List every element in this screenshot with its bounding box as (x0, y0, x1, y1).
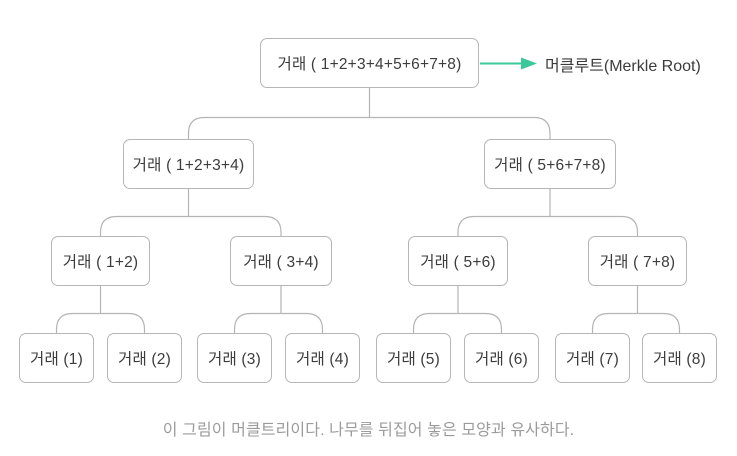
node-tx-6: 거래 (6) (464, 333, 539, 383)
connector-l3d-bracket (591, 312, 681, 333)
node-tx-78: 거래 ( 7+8) (588, 236, 687, 286)
connector-l3a-bracket (55, 312, 146, 333)
merkle-root-arrow-icon (480, 57, 537, 70)
node-tx-12345678: 거래 ( 1+2+3+4+5+6+7+8) (260, 38, 479, 88)
node-tx-5678: 거래 ( 5+6+7+8) (484, 139, 616, 189)
connector-l3c-bracket (412, 312, 503, 333)
node-tx-2: 거래 (2) (107, 333, 182, 383)
node-tx-3: 거래 (3) (197, 333, 272, 383)
node-tx-1: 거래 (1) (19, 333, 94, 383)
node-tx-8: 거래 (8) (642, 333, 717, 383)
node-tx-7: 거래 (7) (555, 333, 630, 383)
node-tx-4: 거래 (4) (285, 333, 360, 383)
connector-l3b-bracket (233, 312, 324, 333)
node-tx-1234: 거래 ( 1+2+3+4) (123, 139, 254, 189)
node-tx-56: 거래 ( 5+6) (408, 236, 508, 286)
merkle-root-label: 머클루트(Merkle Root) (545, 57, 701, 75)
connector-root-bracket (187, 116, 551, 139)
node-tx-5: 거래 (5) (376, 333, 451, 383)
node-tx-12: 거래 ( 1+2) (51, 236, 150, 286)
node-tx-34: 거래 ( 3+4) (230, 236, 332, 286)
connector-l2a-bracket (99, 215, 282, 236)
diagram-caption: 이 그림이 머클트리이다. 나무를 뒤집어 놓은 모양과 유사하다. (162, 422, 575, 439)
arrow-head (521, 57, 537, 70)
connector-l2b-bracket (457, 215, 639, 236)
